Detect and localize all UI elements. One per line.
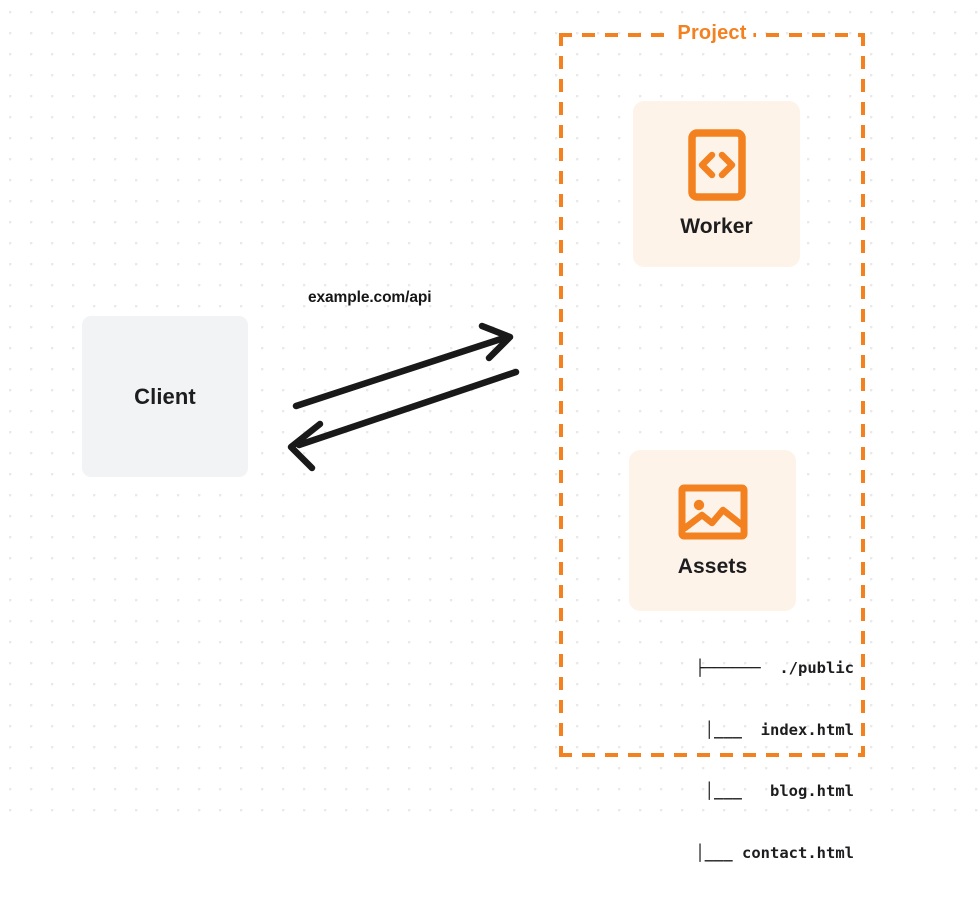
worker-card-label: Worker: [680, 215, 753, 238]
worker-card[interactable]: Worker: [633, 101, 800, 267]
asset-file-tree: ├────── ./public │___ index.html │___ bl…: [609, 617, 854, 904]
client-node-label: Client: [134, 383, 196, 409]
project-border-left: [559, 33, 563, 757]
file-tree-row: │___ index.html: [676, 720, 854, 739]
project-container: Project Worker Assets ├────── ./public │…: [559, 22, 865, 862]
file-tree-row: │___ blog.html: [676, 782, 854, 800]
request-arrow: [292, 322, 514, 410]
project-border-bottom: [559, 753, 865, 757]
response-arrow: [287, 368, 520, 472]
client-node[interactable]: Client: [82, 316, 248, 477]
code-brackets-icon: [687, 129, 746, 201]
project-border-right: [861, 33, 865, 757]
assets-card[interactable]: Assets: [629, 450, 796, 611]
request-url-label: example.com/api: [308, 289, 432, 306]
diagram-canvas: Client example.com/api Project Work: [0, 0, 980, 862]
file-tree-row: │___ contact.html: [667, 843, 854, 862]
project-title: Project: [670, 22, 754, 45]
image-picture-icon: [678, 484, 747, 539]
assets-card-label: Assets: [677, 554, 748, 578]
file-tree-row: ├────── ./public: [695, 659, 854, 677]
